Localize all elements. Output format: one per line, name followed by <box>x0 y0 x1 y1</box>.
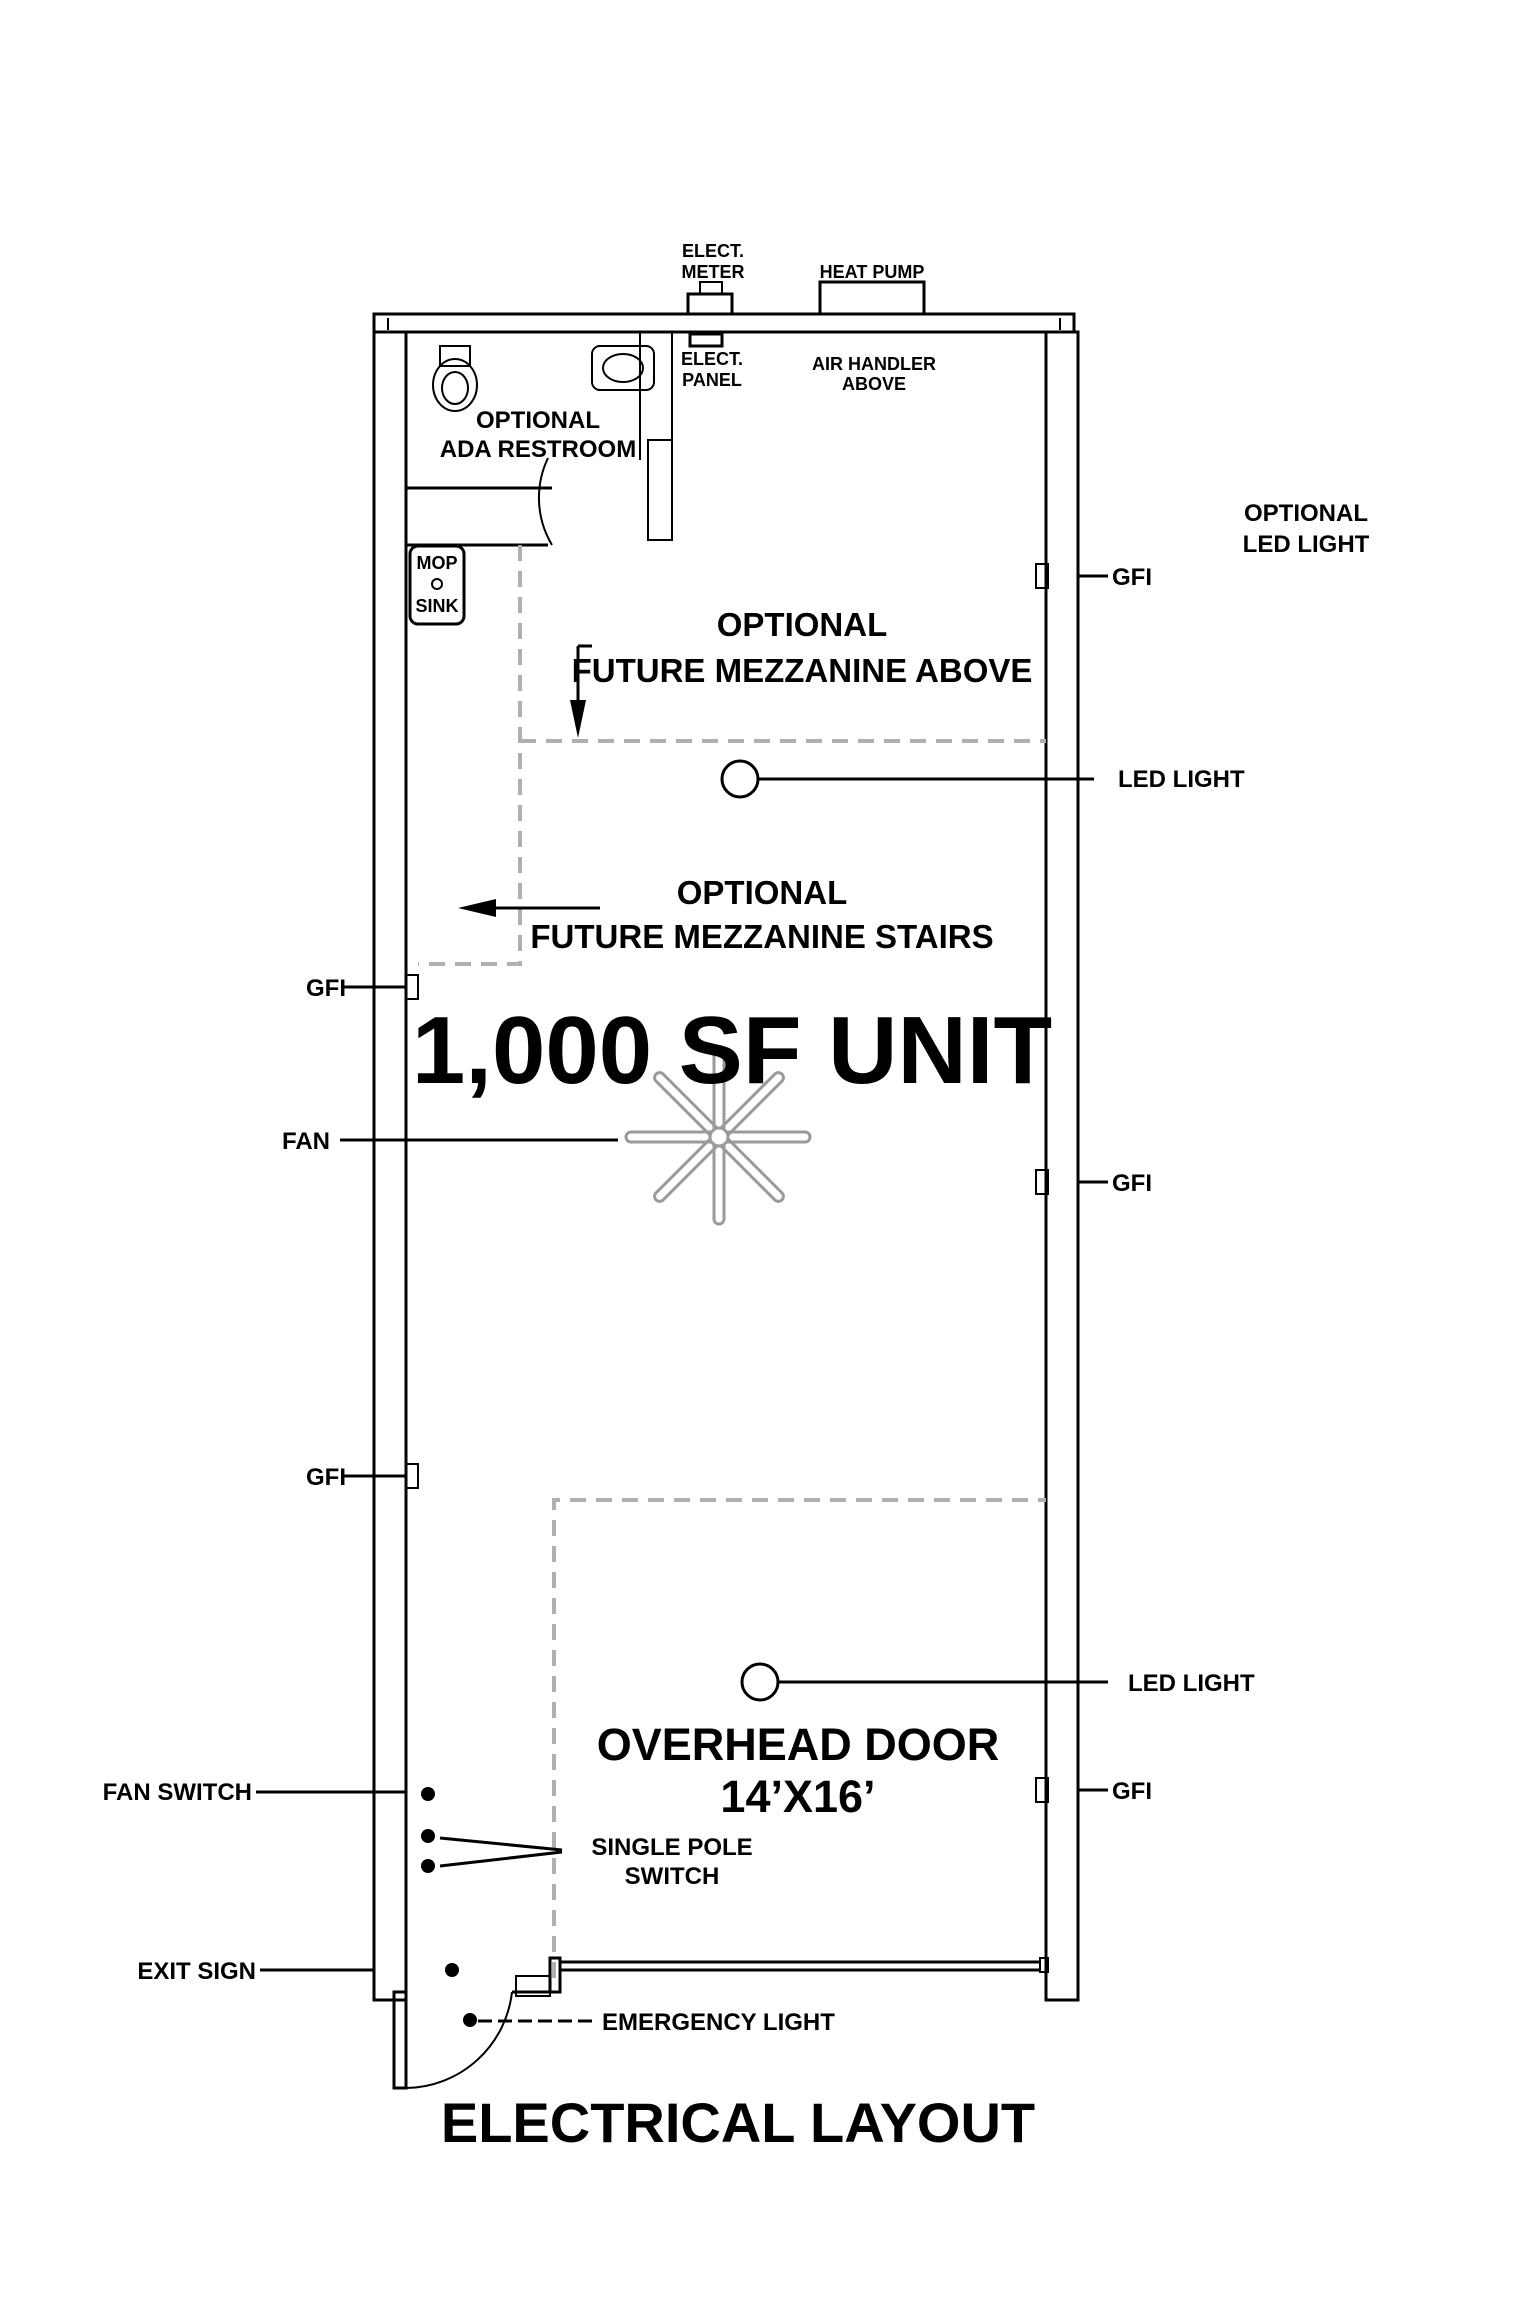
restroom-grab-bar <box>647 439 673 541</box>
heat-pump <box>818 280 926 316</box>
mezzanine-above-arrow-icon <box>570 644 592 738</box>
restroom-label-1: OPTIONAL <box>476 407 600 434</box>
gfi-outlet-left-2 <box>344 1463 419 1489</box>
overhead-door <box>548 1956 1049 1994</box>
optional-led-label-1: OPTIONAL <box>1244 500 1368 527</box>
unit-size-label: 1,000 SF UNIT <box>412 997 1052 1104</box>
door-leaf <box>392 1990 408 2090</box>
air-handler-label-2: ABOVE <box>842 374 906 394</box>
mezzanine-stairs-label-1: OPTIONAL <box>677 874 848 911</box>
air-handler-label-1: AIR HANDLER <box>812 354 936 374</box>
restroom-label-2: ADA RESTROOM <box>440 436 636 463</box>
gfi-outlet-right-3 <box>1035 1777 1108 1803</box>
heat-pump-label: HEAT PUMP <box>820 262 925 282</box>
mop-sink: MOP SINK <box>408 544 466 626</box>
switches <box>256 1787 563 1873</box>
led-light-label-lower: LED LIGHT <box>1128 1670 1255 1697</box>
gfi-outlet-right-1 <box>1035 563 1108 589</box>
gfi-outlet-left-1 <box>344 974 419 1000</box>
gfi-label-left-2: GFI <box>306 1464 346 1491</box>
electric-meter <box>686 281 734 316</box>
gfi-label-right-2: GFI <box>1112 1170 1152 1197</box>
door-zone-outline <box>552 1498 1046 1978</box>
exit-sign-label: EXIT SIGN <box>137 1958 256 1985</box>
ceiling-fan-icon <box>624 1048 812 1226</box>
overhead-door-label-1: OVERHEAD DOOR <box>597 1719 1000 1770</box>
emergency-light-dot <box>463 2013 477 2027</box>
entry-door <box>260 1963 598 2090</box>
fan-label: FAN <box>282 1128 330 1155</box>
single-pole-label-2: SWITCH <box>625 1863 720 1890</box>
panel-label-2: PANEL <box>682 370 742 390</box>
single-pole-switch-dot-1 <box>421 1829 435 1843</box>
gfi-label-left-1: GFI <box>306 975 346 1002</box>
mezzanine-outline <box>418 545 1046 966</box>
exit-sign-dot <box>445 1963 459 1977</box>
fan-switch-label: FAN SWITCH <box>103 1779 252 1806</box>
mop-sink-label-1: MOP <box>416 553 457 573</box>
mezzanine-stairs-arrow-icon <box>458 899 600 917</box>
right-wall <box>1044 330 1080 2002</box>
single-pole-switch-dot-2 <box>421 1859 435 1873</box>
gfi-label-right-3: GFI <box>1112 1778 1152 1805</box>
building-walls <box>372 312 1080 2002</box>
top-wall <box>372 312 1076 334</box>
toilet-icon <box>432 345 478 412</box>
emergency-light-label: EMERGENCY LIGHT <box>602 2009 835 2036</box>
mop-sink-label-2: SINK <box>415 596 458 616</box>
gfi-label-right-1: GFI <box>1112 564 1152 591</box>
overhead-door-label-2: 14’X16’ <box>720 1771 875 1822</box>
gfi-outlet-right-2 <box>1035 1169 1108 1195</box>
electric-panel <box>688 332 724 348</box>
lavatory-sink-icon <box>591 345 655 391</box>
page-title: ELECTRICAL LAYOUT <box>441 2091 1035 2154</box>
left-wall <box>372 330 408 2002</box>
fan-switch-dot <box>421 1787 435 1801</box>
led-light-label-upper: LED LIGHT <box>1118 766 1245 793</box>
led-light-upper <box>720 759 760 799</box>
single-pole-label-1: SINGLE POLE <box>591 1834 752 1861</box>
led-light-lower <box>740 1662 780 1702</box>
meter-label-1: ELECT. <box>682 241 744 261</box>
meter-label-2: METER <box>682 262 745 282</box>
panel-label-1: ELECT. <box>681 349 743 369</box>
mezzanine-stairs-label-2: FUTURE MEZZANINE STAIRS <box>530 918 993 955</box>
mezzanine-above-label-1: OPTIONAL <box>717 606 888 643</box>
optional-led-label-2: LED LIGHT <box>1243 531 1370 558</box>
ada-restroom <box>406 332 673 547</box>
mezzanine-above-label-2: FUTURE MEZZANINE ABOVE <box>572 652 1033 689</box>
